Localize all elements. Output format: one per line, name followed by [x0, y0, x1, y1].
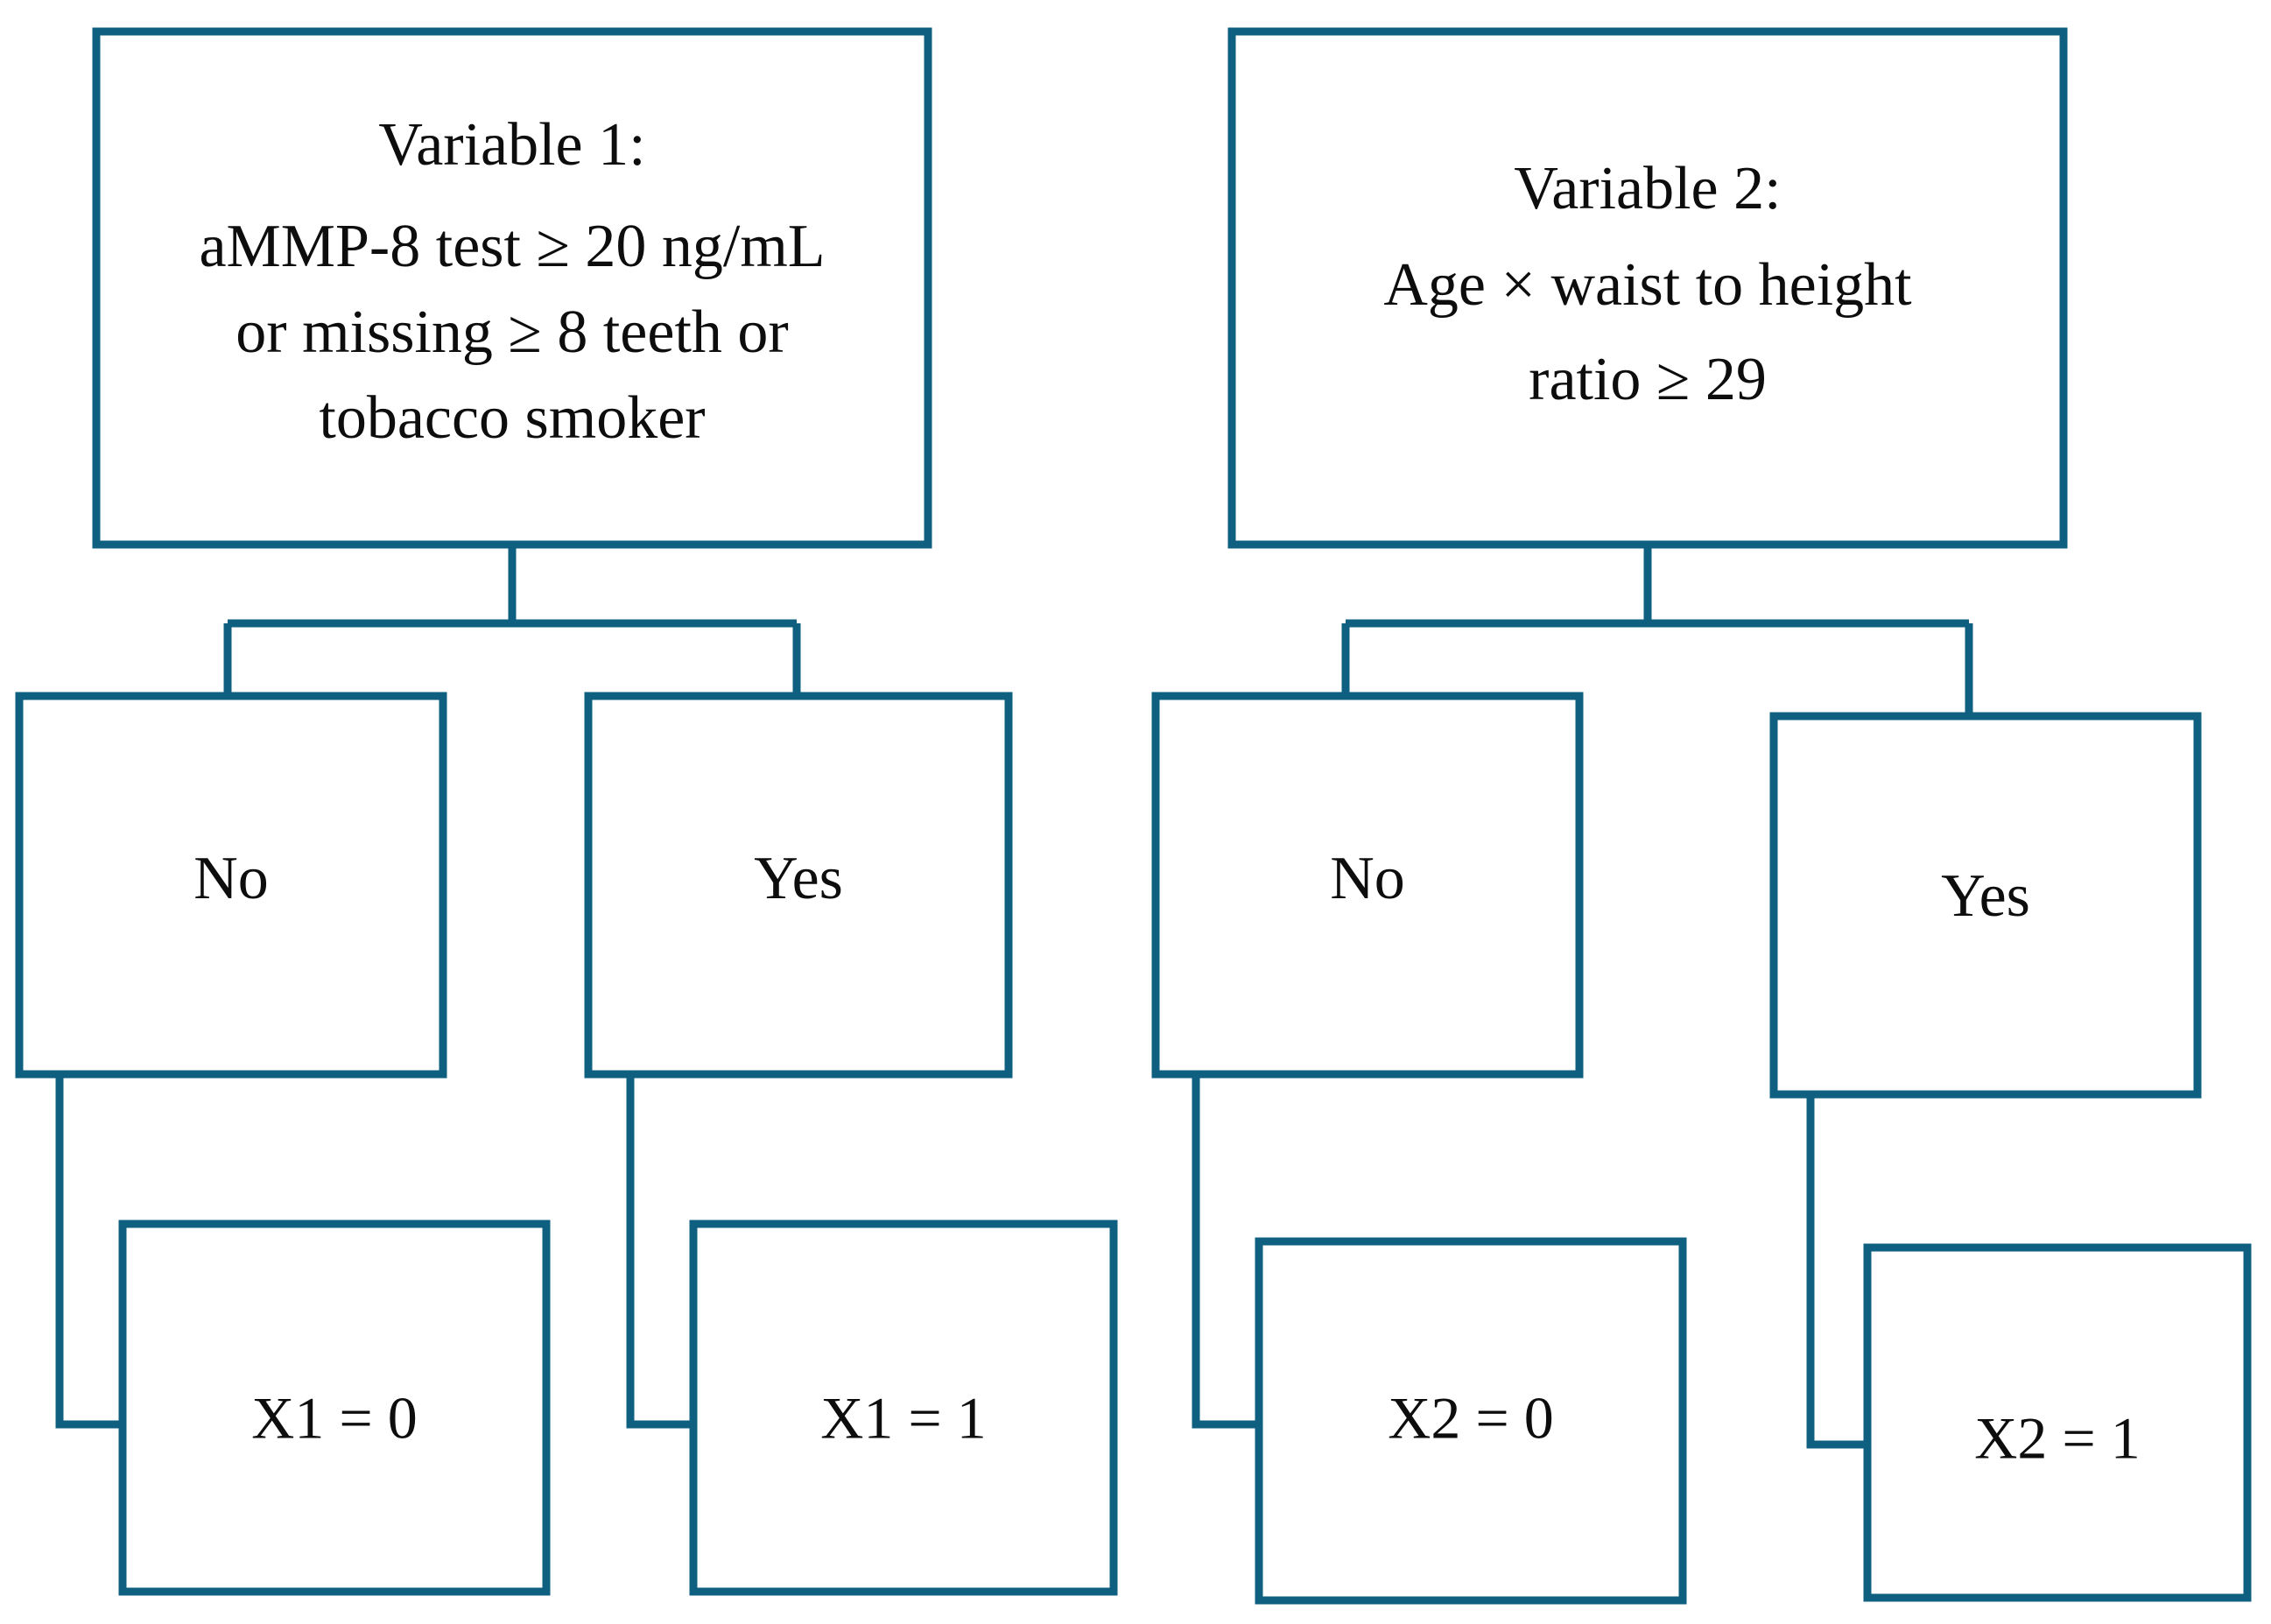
answer-no-2-label: No — [1330, 845, 1405, 912]
answer-yes-2-box[interactable] — [1769, 712, 2202, 1099]
variable-1-line-2: aMMP-8 test ≥ 20 ng/mL — [199, 213, 825, 280]
outcome-x2-1-label: X2 = 1 — [1974, 1405, 2140, 1472]
answer-no-1-label: No — [193, 845, 269, 912]
node-variable-2-answer-yes[interactable]: Yes — [1769, 712, 2202, 1099]
connector-no2-to-x2-0 — [1192, 1074, 1259, 1429]
answer-no-1-box[interactable] — [15, 692, 447, 1079]
node-outcome-x1-0[interactable]: X1 = 0 — [118, 1220, 551, 1596]
answer-yes-1-box[interactable] — [584, 692, 1013, 1079]
outcome-x1-0-box[interactable] — [118, 1220, 551, 1596]
node-outcome-x2-0[interactable]: X2 = 0 — [1255, 1237, 1687, 1605]
variable-1-line-4: tobacco smoker — [319, 384, 705, 452]
outcome-x2-1-box[interactable] — [1863, 1243, 2252, 1602]
variable-2-line-3: ratio ≥ 29 — [1529, 346, 1767, 413]
outcome-x1-1-box[interactable] — [689, 1220, 1118, 1596]
variable-2-box[interactable] — [1227, 27, 2068, 549]
outcome-x2-0-box[interactable] — [1255, 1237, 1687, 1605]
node-variable-2-answer-no[interactable]: No — [1151, 692, 1584, 1079]
outcome-x1-1-label: X1 = 1 — [820, 1385, 986, 1452]
node-outcome-x1-1[interactable]: X1 = 1 — [689, 1220, 1118, 1596]
answer-yes-2-label: Yes — [1941, 862, 2030, 930]
variable-1-line-1: Variable 1: — [378, 111, 645, 179]
variable-2-line-2: Age × waist to height — [1383, 251, 1912, 319]
node-variable-2[interactable]: Variable 2: Age × waist to height ratio … — [1227, 27, 2068, 549]
connector-no1-to-x1-0 — [55, 1074, 123, 1429]
outcome-x1-0-label: X1 = 0 — [251, 1385, 417, 1452]
variable-2-line-1: Variable 2: — [1514, 155, 1781, 222]
node-variable-1-answer-yes[interactable]: Yes — [584, 692, 1013, 1079]
answer-no-2-box[interactable] — [1151, 692, 1584, 1079]
node-variable-1-answer-no[interactable]: No — [15, 692, 447, 1079]
connector-yes1-to-x1-1 — [626, 1074, 693, 1429]
variable-1-box[interactable] — [92, 27, 932, 549]
node-outcome-x2-1[interactable]: X2 = 1 — [1863, 1243, 2252, 1602]
branch-1-connectors — [55, 545, 801, 1429]
answer-yes-1-label: Yes — [754, 845, 843, 912]
outcome-x2-0-label: X2 = 0 — [1388, 1385, 1553, 1452]
connector-yes2-to-x2-1 — [1806, 1094, 1867, 1449]
branch-2-connectors — [1192, 545, 1973, 1449]
variable-1-line-3: or missing ≥ 8 teeth or — [236, 299, 788, 366]
node-variable-1[interactable]: Variable 1: aMMP-8 test ≥ 20 ng/mL or mi… — [92, 27, 932, 549]
